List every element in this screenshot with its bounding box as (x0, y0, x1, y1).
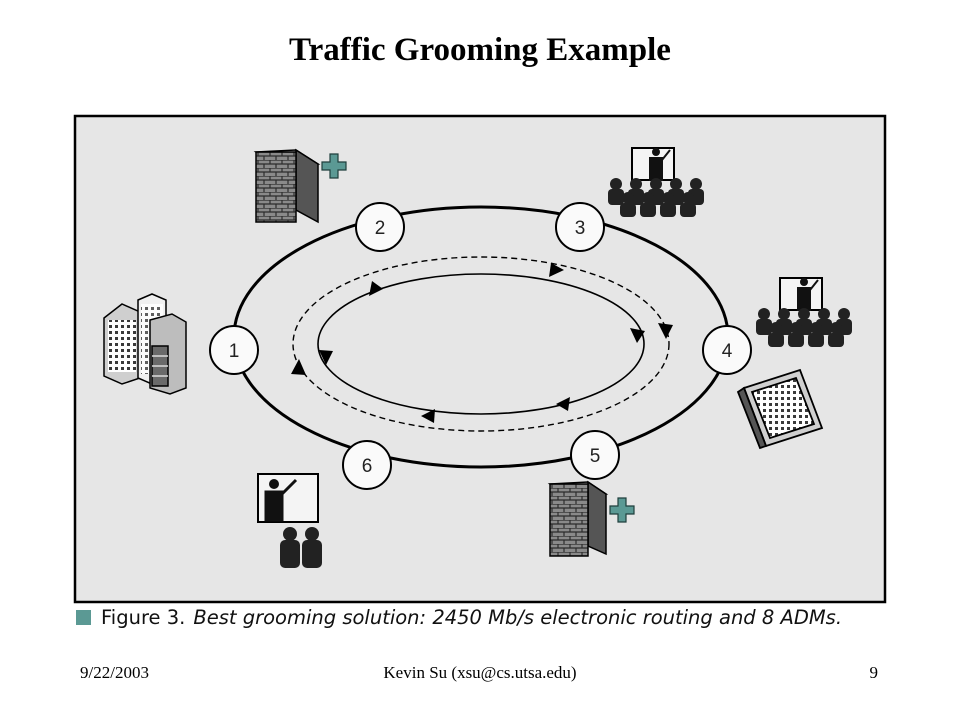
arrow-inner-right (630, 328, 645, 343)
caption-label: Figure 3. (101, 606, 186, 629)
firewall-icon (547, 480, 609, 557)
ring-arrows (291, 263, 673, 423)
arrow-inner-left (319, 350, 333, 365)
footer-date: 9/22/2003 (80, 663, 149, 682)
footer-author: Kevin Su (xsu@cs.utsa.edu) (383, 663, 577, 682)
node-3-label: 3 (575, 218, 586, 239)
medical-cross-icon (609, 497, 635, 523)
office-buildings-icon (103, 293, 187, 395)
arrow-inner-top-left (369, 281, 383, 296)
caption-text: Best grooming solution: 2450 Mb/s electr… (193, 606, 843, 629)
medical-cross-icon (321, 153, 347, 179)
firewall-icon (253, 148, 321, 224)
slide-title: Traffic Grooming Example (289, 32, 671, 68)
node-5: 5 (570, 430, 620, 480)
arrow-inner-top-right (549, 263, 564, 277)
classroom-audience-icon (608, 147, 704, 217)
server-icon (736, 368, 824, 450)
node-4-label: 4 (722, 341, 733, 362)
small-classroom-icon (257, 473, 322, 568)
node-1: 1 (209, 325, 259, 375)
classroom-audience-icon (756, 277, 852, 347)
arrow-dashed-left (291, 359, 306, 375)
node-3: 3 (555, 202, 605, 252)
node-2-label: 2 (375, 218, 386, 239)
node-4: 4 (702, 325, 752, 375)
inner-dashed-ring (292, 256, 670, 432)
arrow-inner-bottom-left (421, 409, 435, 423)
inner-solid-ring (317, 273, 645, 415)
node-5-label: 5 (590, 446, 601, 467)
node-2: 2 (355, 202, 405, 252)
figure-panel (73, 114, 887, 604)
caption-marker-icon (76, 610, 91, 625)
node-6-label: 6 (362, 456, 373, 477)
figure-caption: Figure 3. Best grooming solution: 2450 M… (76, 606, 896, 629)
node-6: 6 (342, 440, 392, 490)
arrow-dashed-right (658, 323, 673, 339)
arrow-inner-bottom-right (556, 397, 570, 411)
footer-page-number: 9 (869, 663, 879, 682)
node-1-label: 1 (229, 341, 240, 362)
